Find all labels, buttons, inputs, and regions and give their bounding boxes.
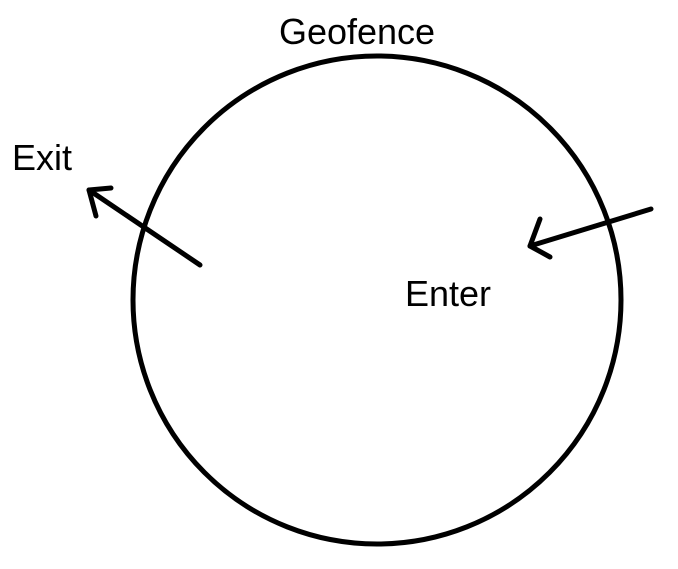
exit-arrow xyxy=(86,185,203,268)
geofence-title: Geofence xyxy=(279,11,435,52)
exit-arrow-shaft xyxy=(86,187,203,268)
enter-arrowhead xyxy=(527,216,553,260)
enter-label: Enter xyxy=(405,273,491,314)
geofence-boundary xyxy=(130,53,624,547)
exit-label: Exit xyxy=(12,137,72,178)
enter-arrow xyxy=(527,206,654,260)
exit-arrowhead xyxy=(86,185,114,219)
enter-arrow-shaft xyxy=(527,206,654,249)
